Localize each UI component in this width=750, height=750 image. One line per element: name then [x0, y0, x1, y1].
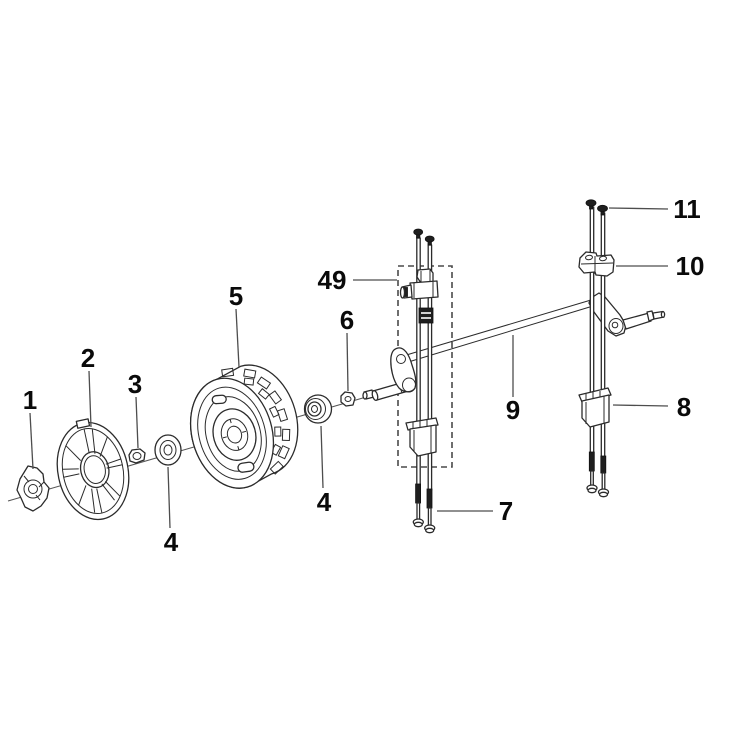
part-49-clip: [418, 307, 434, 324]
callout-7: 7: [437, 496, 513, 526]
part-11-screws: [585, 199, 608, 216]
callout-49: 49: [318, 265, 397, 295]
part-5-wheel: [189, 364, 299, 489]
callout-leader: [608, 207, 669, 210]
callout-leader: [346, 332, 349, 392]
callout-3: 3: [128, 369, 142, 449]
part-3-nut: [128, 448, 146, 464]
part-2-wheel-cover: [56, 418, 130, 521]
bolts-below-part-8: [586, 451, 610, 498]
callout-leader: [88, 370, 92, 428]
part-49-wedge-block: [405, 417, 439, 457]
group-49-dashed-box: [397, 265, 453, 468]
callout-label: 4: [317, 487, 332, 517]
callout-9: 9: [506, 335, 520, 425]
callout-leader: [612, 404, 669, 407]
callout-leader: [167, 466, 171, 529]
callout-leader: [135, 396, 139, 449]
part-10-clamp: [578, 251, 615, 277]
part-4-bearing-left: [154, 434, 182, 466]
callout-11: 11: [608, 194, 701, 224]
callout-1: 1: [23, 385, 37, 470]
part-7-bolts: [412, 483, 436, 534]
bolt-heads-top: [413, 228, 435, 246]
callout-label: 10: [676, 251, 705, 281]
callout-6: 6: [340, 305, 354, 392]
callout-leader: [320, 425, 324, 489]
part-1-bracket: [16, 465, 50, 512]
callout-label: 3: [128, 369, 142, 399]
crank-arm: [588, 292, 627, 337]
part-8-wedge-block: [578, 387, 612, 428]
callout-label: 49: [318, 265, 347, 295]
callout-8: 8: [612, 392, 691, 422]
callout-4-right: 4: [317, 425, 332, 517]
part-9-axle-rod: [402, 292, 666, 364]
callout-5: 5: [229, 281, 243, 368]
callout-label: 7: [499, 496, 513, 526]
part-49-lever-arm: [362, 347, 417, 402]
callout-label: 11: [673, 194, 701, 224]
part-6-nut: [340, 391, 356, 407]
callout-label: 4: [164, 527, 179, 557]
callout-leader: [29, 412, 34, 470]
callout-label: 8: [677, 392, 691, 422]
callout-label: 1: [23, 385, 37, 415]
callout-label: 9: [506, 395, 520, 425]
callout-label: 6: [340, 305, 354, 335]
stub-axle: [622, 312, 652, 330]
callout-label: 2: [81, 343, 95, 373]
part-4-bearing-right: [303, 394, 333, 424]
callout-4-left: 4: [164, 466, 179, 557]
part-49-pivot-bracket: [399, 268, 439, 300]
callout-leader: [235, 308, 240, 368]
callout-label: 5: [229, 281, 243, 311]
callout-10: 10: [616, 251, 704, 281]
callout-2: 2: [81, 343, 95, 428]
